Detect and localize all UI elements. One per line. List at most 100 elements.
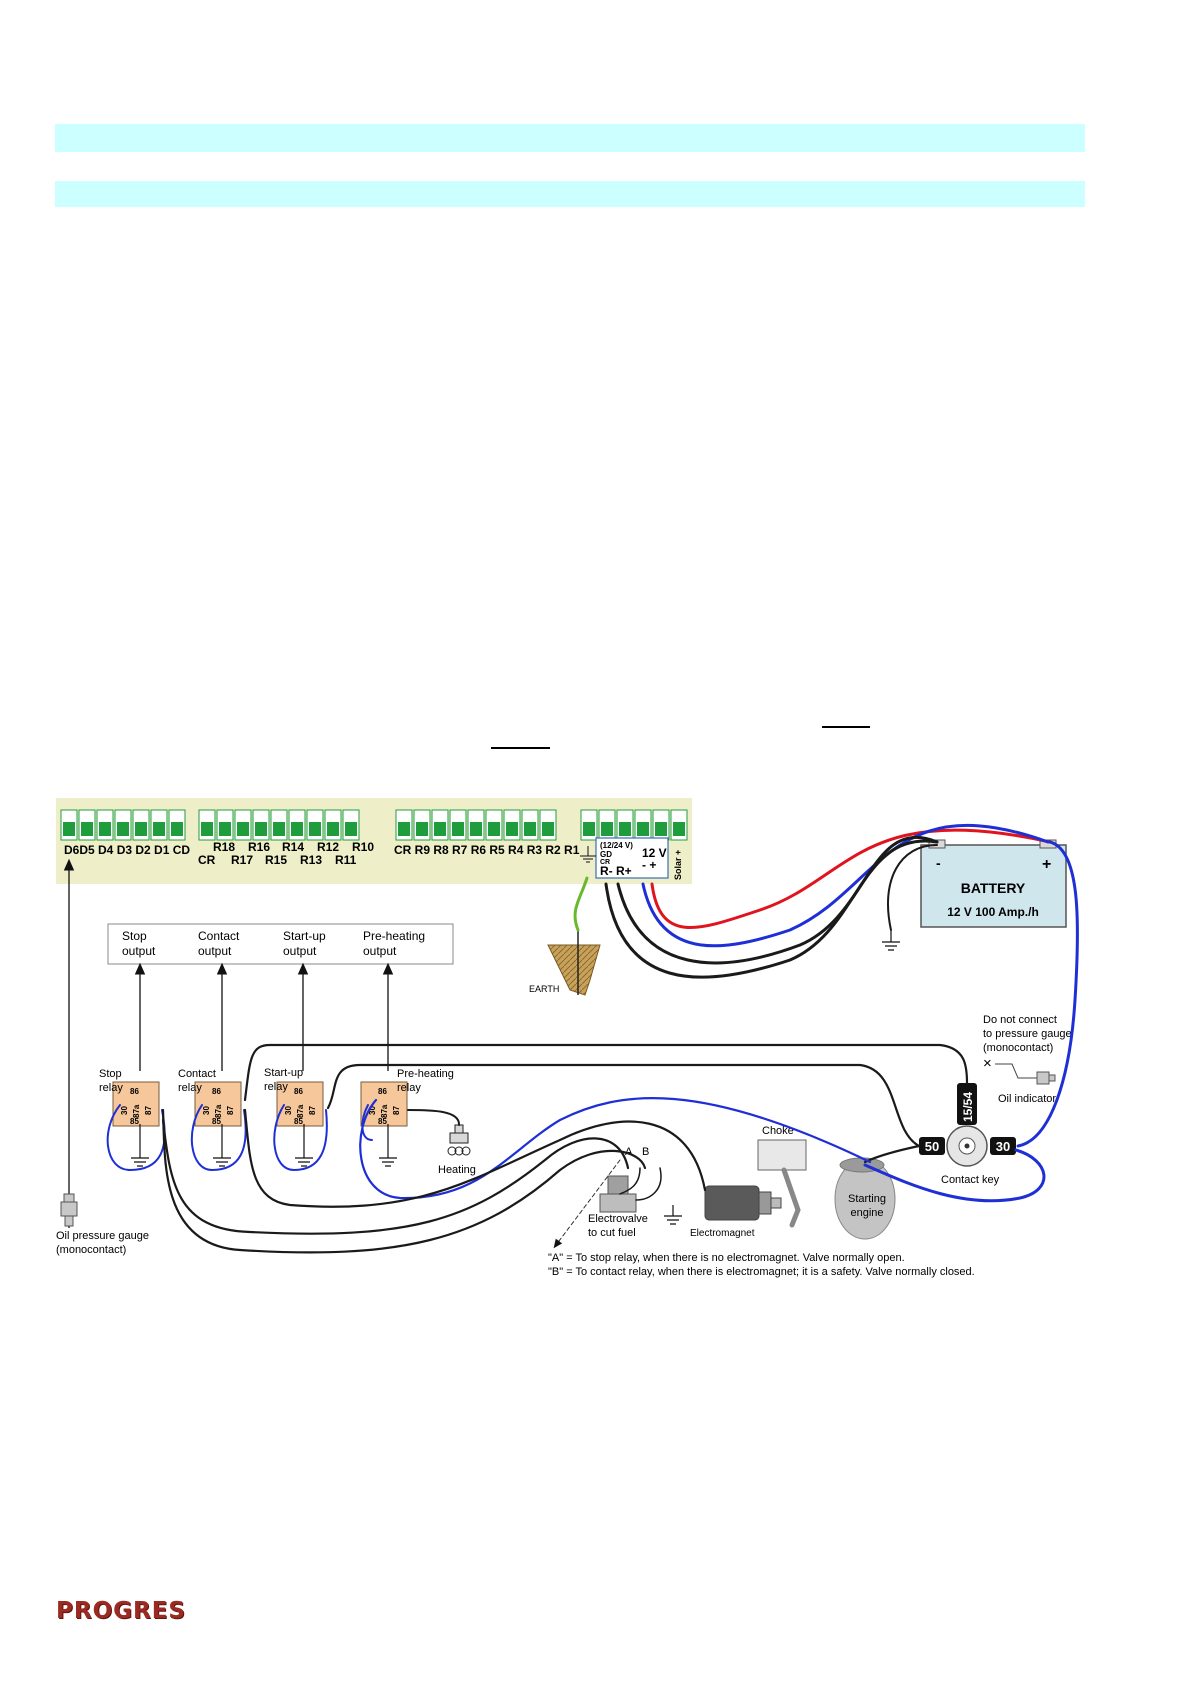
underline-1 (822, 726, 870, 728)
note-a: "A" = To stop relay, when there is no el… (548, 1252, 905, 1264)
terminal-screw-rr-4 (470, 822, 482, 836)
terminal-screw-r-6 (309, 822, 321, 836)
key-terminal-50 (919, 1137, 945, 1155)
relay-label-r10: R10 (352, 840, 374, 854)
battery-title: BATTERY (961, 880, 1026, 896)
svg-text:30: 30 (284, 1106, 293, 1115)
digital-inputs-label: D6D5 D4 D3 D2 D1 CD (64, 843, 190, 857)
wire-b-valve (635, 1167, 662, 1201)
svg-text:87: 87 (392, 1106, 401, 1115)
terminal-screw-r-8 (345, 822, 357, 836)
battery-minus: - (936, 855, 941, 871)
terminal-screw-p-3 (637, 822, 649, 836)
svg-text:86: 86 (212, 1087, 221, 1096)
terminal-screw-d-4 (135, 822, 147, 836)
power-terminal-box (595, 837, 669, 879)
key-terminal-50-label: 50 (925, 1139, 939, 1154)
power-cr-label: CR (600, 859, 610, 866)
oil-indicator-label: Oil indicator (998, 1093, 1056, 1105)
oil-indicator-wire (995, 1063, 1037, 1079)
supply-pm-label: - + (642, 858, 656, 872)
x-mark-icon: × (983, 1055, 992, 1072)
relays-right-label: CR R9 R8 R7 R6 R5 R4 R3 R2 R1 (394, 843, 580, 857)
wire-blue-battery-key30 (1016, 840, 1079, 1148)
oil-pressure-gauge-icon (60, 1193, 78, 1227)
label-a: A (625, 1146, 633, 1158)
supply-12v-label: 12 V (642, 846, 667, 860)
relay-label-r16: R16 (248, 840, 270, 854)
terminal-screw-rr-1 (416, 822, 428, 836)
terminal-screw-rr-8 (542, 822, 554, 836)
wire-blue-preheat (359, 1097, 872, 1200)
terminal-screw-r-5 (291, 822, 303, 836)
wire-heating (407, 1109, 461, 1126)
wire-contact-key1554 (243, 1043, 969, 1102)
heating-element-icon (447, 1124, 471, 1156)
choke-plate (757, 1139, 807, 1171)
svg-text:87a: 87a (132, 1104, 141, 1118)
choke-label: Choke (762, 1125, 794, 1137)
outputs-box (107, 923, 454, 965)
solar-label: Solar + (673, 850, 683, 880)
wire-blue-contact-loop (190, 1104, 247, 1172)
choke-lever (781, 1167, 801, 1228)
terminal-screw-p-0 (583, 822, 595, 836)
key-terminal-1554 (957, 1083, 977, 1125)
svg-text:86: 86 (130, 1087, 139, 1096)
contact-key-label: Contact key (941, 1174, 1000, 1186)
terminal-screw-d-5 (153, 822, 165, 836)
svg-text:87a: 87a (380, 1104, 389, 1118)
key-terminal-30 (990, 1137, 1016, 1155)
terminal-screw-p-4 (655, 822, 667, 836)
terminal-screw-r-7 (327, 822, 339, 836)
electrovalve-icon (599, 1175, 637, 1213)
terminal-screw-d-2 (99, 822, 111, 836)
terminal-screw-rr-3 (452, 822, 464, 836)
wire-ab-valve (619, 1167, 641, 1195)
wire-blue-startup-loop (273, 1104, 328, 1172)
terminal-screw-r-3 (255, 822, 267, 836)
underline-2 (491, 747, 550, 749)
battery-body (920, 844, 1067, 928)
terminal-screw-p-1 (601, 822, 613, 836)
battery-plus: + (1042, 856, 1051, 873)
terminal-screw-d-1 (81, 822, 93, 836)
svg-text:85: 85 (212, 1117, 221, 1126)
earth-icon (547, 944, 601, 996)
progres-logo: PROGRES (56, 1598, 186, 1624)
electromagnet-icon (704, 1185, 782, 1221)
svg-text:87a: 87a (296, 1104, 305, 1118)
wire-startup-key50 (326, 1063, 921, 1148)
terminal-screw-rr-2 (434, 822, 446, 836)
svg-text:85: 85 (130, 1117, 139, 1126)
svg-text:87a: 87a (214, 1104, 223, 1118)
terminal-screw-r-2 (237, 822, 249, 836)
oil-indicator-icon (1036, 1071, 1056, 1085)
wire-contact-electromagnet (243, 1108, 707, 1208)
relay-label-r18: R18 (213, 840, 235, 854)
relay-label-r14: R14 (282, 840, 304, 854)
relay-label-cr: CR (198, 853, 216, 867)
wires (106, 823, 1079, 1254)
earth-label: EARTH (529, 984, 559, 994)
wire-blue-key-engine (863, 1148, 1046, 1203)
power-gd-label: GD (600, 850, 612, 859)
power-r-label: R- R+ (600, 864, 632, 878)
svg-text:30: 30 (202, 1106, 211, 1115)
terminal-screw-r-0 (201, 822, 213, 836)
relay-label-r17: R17 (231, 853, 253, 867)
label-b: B (642, 1146, 649, 1158)
dashed-pointer (553, 1159, 621, 1249)
